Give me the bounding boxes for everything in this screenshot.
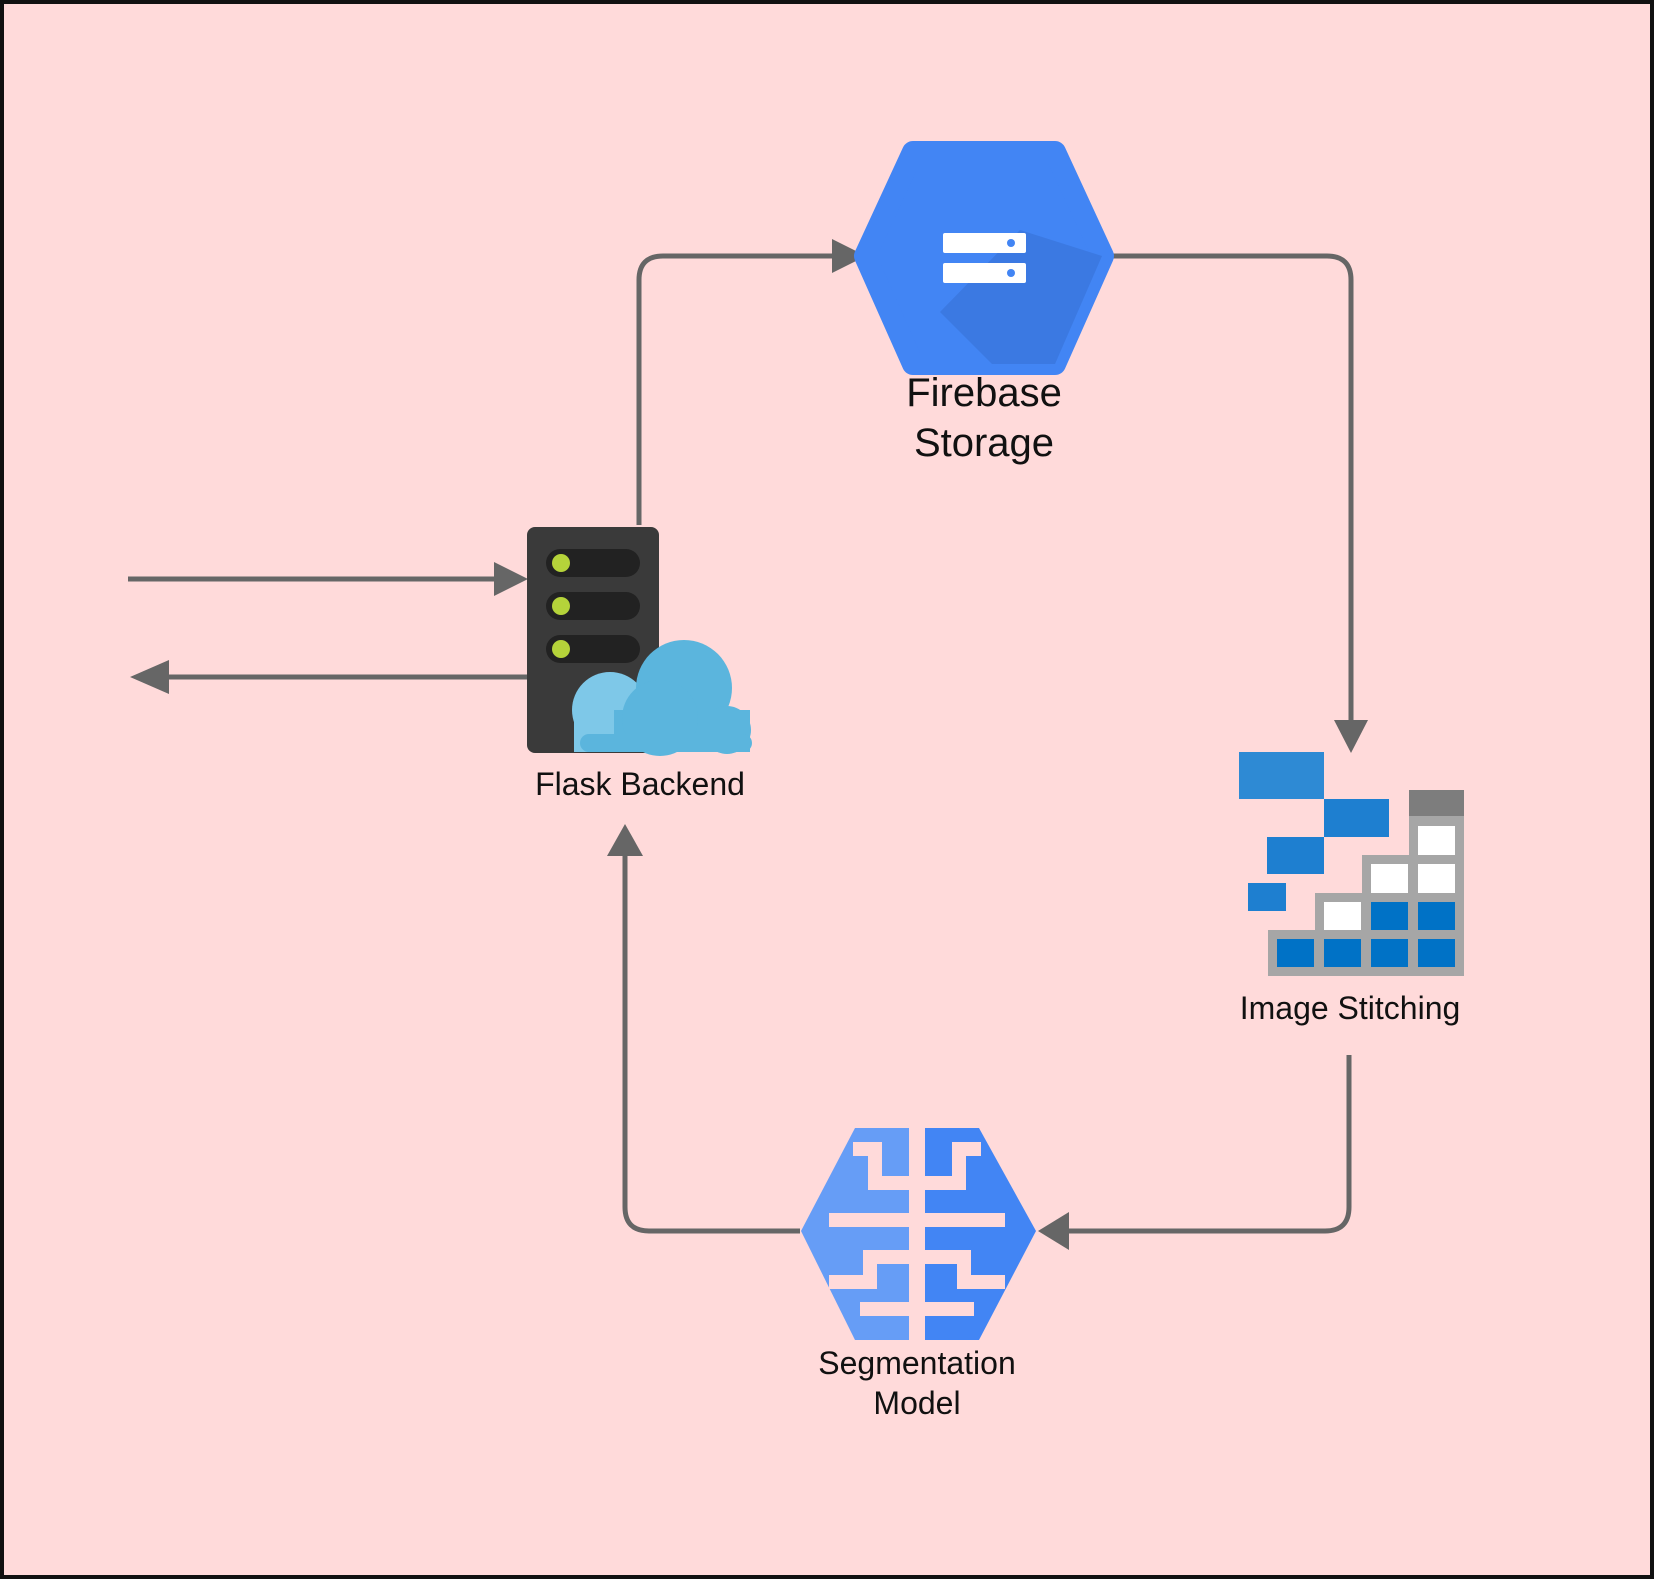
arrowhead-into-firebase xyxy=(832,239,866,273)
arrow-firebase-to-stitching xyxy=(1100,253,1354,725)
firebase-storage-label: Firebase Storage xyxy=(906,371,1062,465)
arrow-segmentation-to-flask xyxy=(622,855,800,1234)
connectors xyxy=(128,253,1354,1234)
arrowhead-into-stitching xyxy=(1334,720,1368,753)
segmentation-model-label: Segmentation Model xyxy=(818,1345,1016,1421)
arrowhead-into-segmentation xyxy=(1038,1212,1069,1250)
cloud-server-icon xyxy=(527,527,752,756)
arrow-stitching-to-segmentation xyxy=(1066,1055,1352,1234)
image-stitching-label: Image Stitching xyxy=(1239,990,1461,1026)
arrow-flask-to-firebase xyxy=(636,253,835,525)
arrowhead-to-external xyxy=(130,660,169,694)
arrowheads xyxy=(130,239,1368,1250)
arrowhead-into-flask xyxy=(494,562,528,596)
storage-hexagon-icon xyxy=(854,141,1114,375)
arrowhead-into-flask-from-model xyxy=(607,824,643,856)
brain-hexagon-icon xyxy=(801,1124,1036,1344)
stitching-grid-icon xyxy=(1239,752,1464,976)
flask-backend-label: Flask Backend xyxy=(535,766,745,802)
